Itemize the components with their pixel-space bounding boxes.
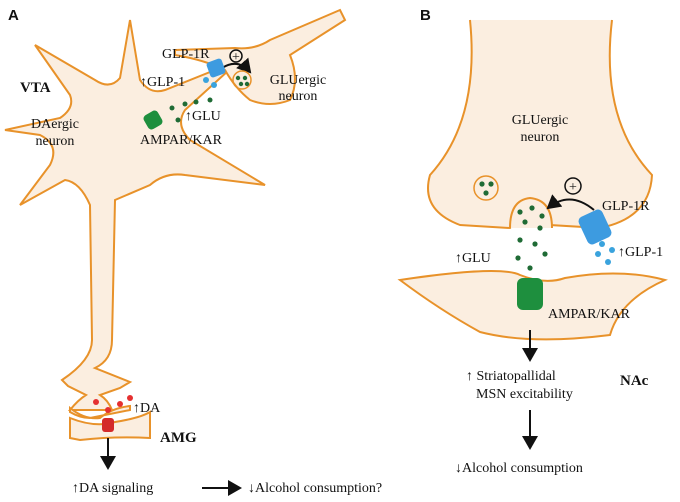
da-dot [117, 401, 123, 407]
glu-dot-a [175, 117, 181, 123]
glu-dot-b [515, 255, 521, 261]
glu-dot-b [517, 237, 523, 243]
panel-b-label: B [420, 7, 431, 24]
da-dot [93, 399, 99, 405]
region-vta: VTA [20, 80, 51, 96]
glu-dot-a [193, 99, 199, 105]
da-dot [105, 407, 111, 413]
glu-dot-b [542, 251, 548, 257]
region-amg: AMG [160, 430, 197, 446]
da-neuron-label-2: neuron [36, 134, 75, 149]
ampar-receptor-a [143, 110, 163, 130]
glu-b-label: ↑GLU [455, 251, 491, 266]
plus-b-label: + [569, 180, 577, 195]
glu-dot-b [522, 219, 528, 225]
glu-dot-b [527, 265, 533, 271]
vesicle-b [473, 175, 499, 201]
da-signaling-label: ↑DA signaling [72, 481, 153, 496]
da-neuron-label-1: DAergic [31, 117, 79, 132]
glu-neuron-b-label-1: GLUergic [512, 113, 569, 128]
glu-dot-a [182, 101, 188, 107]
glu-dot-a [207, 97, 213, 103]
alcohol-a-label: ↓Alcohol consumption? [248, 481, 382, 496]
glu-dot-b [488, 181, 494, 187]
glp1r-receptor-b [578, 209, 612, 245]
glp1-dot-b [609, 247, 615, 253]
glp1-dot-b [595, 251, 601, 257]
alcohol-b-label: ↓Alcohol consumption [455, 461, 583, 476]
ampar-receptor-b [517, 278, 543, 310]
activation-arrow-b [546, 194, 595, 211]
release-site [509, 196, 553, 229]
plus-a-label: + [232, 50, 240, 65]
da-neuron [4, 19, 266, 411]
glu-dot-b [537, 225, 543, 231]
glp1r-a-label: GLP-1R [162, 47, 210, 62]
glp1r-b-label: GLP-1R [602, 199, 650, 214]
glp1-dot-a [203, 77, 209, 83]
ampar-a-label: AMPAR/KAR [140, 133, 223, 148]
glu-dot-a [235, 75, 241, 81]
glu-neuron-b-label-2: neuron [521, 130, 560, 145]
glu-dot-b [532, 241, 538, 247]
da-label: ↑DA [133, 401, 161, 416]
glu-neuron-a-label-1: GLUergic [270, 73, 327, 88]
glu-dot-b [479, 181, 485, 187]
activation-arrow-a [221, 57, 252, 74]
glu-neuron-a-label-2: neuron [279, 89, 318, 104]
glp1-dot-a [211, 82, 217, 88]
ampar-b-label: AMPAR/KAR [548, 307, 631, 322]
plus-circle-b [564, 177, 582, 195]
da-receptor [102, 418, 114, 432]
glu-dot-b [529, 205, 535, 211]
glp1-dot-b [599, 241, 605, 247]
glu-dot-b [483, 190, 489, 196]
region-nac: NAc [620, 373, 649, 389]
vesicle-a [232, 70, 252, 90]
glu-dot-b [539, 213, 545, 219]
glp1-b-label: ↑GLP-1 [618, 245, 663, 260]
da-dot [127, 395, 133, 401]
msn-label-2: MSN excitability [476, 387, 573, 402]
glp1-a-label: ↑GLP-1 [140, 75, 185, 90]
da-terminal [69, 404, 131, 420]
panel-a-label: A [8, 7, 19, 24]
glu-dot-a [169, 105, 175, 111]
glp1-dot-b [605, 259, 611, 265]
glu-dot-a [244, 81, 250, 87]
msn-label-1: ↑ Striatopallidal [466, 369, 556, 384]
glu-dot-a [242, 75, 248, 81]
glu-dot-a [238, 81, 244, 87]
glp1r-receptor-a [206, 58, 226, 78]
plus-circle-a [229, 49, 243, 63]
glu-dot-b [517, 209, 523, 215]
glu-a-label: ↑GLU [185, 109, 221, 124]
